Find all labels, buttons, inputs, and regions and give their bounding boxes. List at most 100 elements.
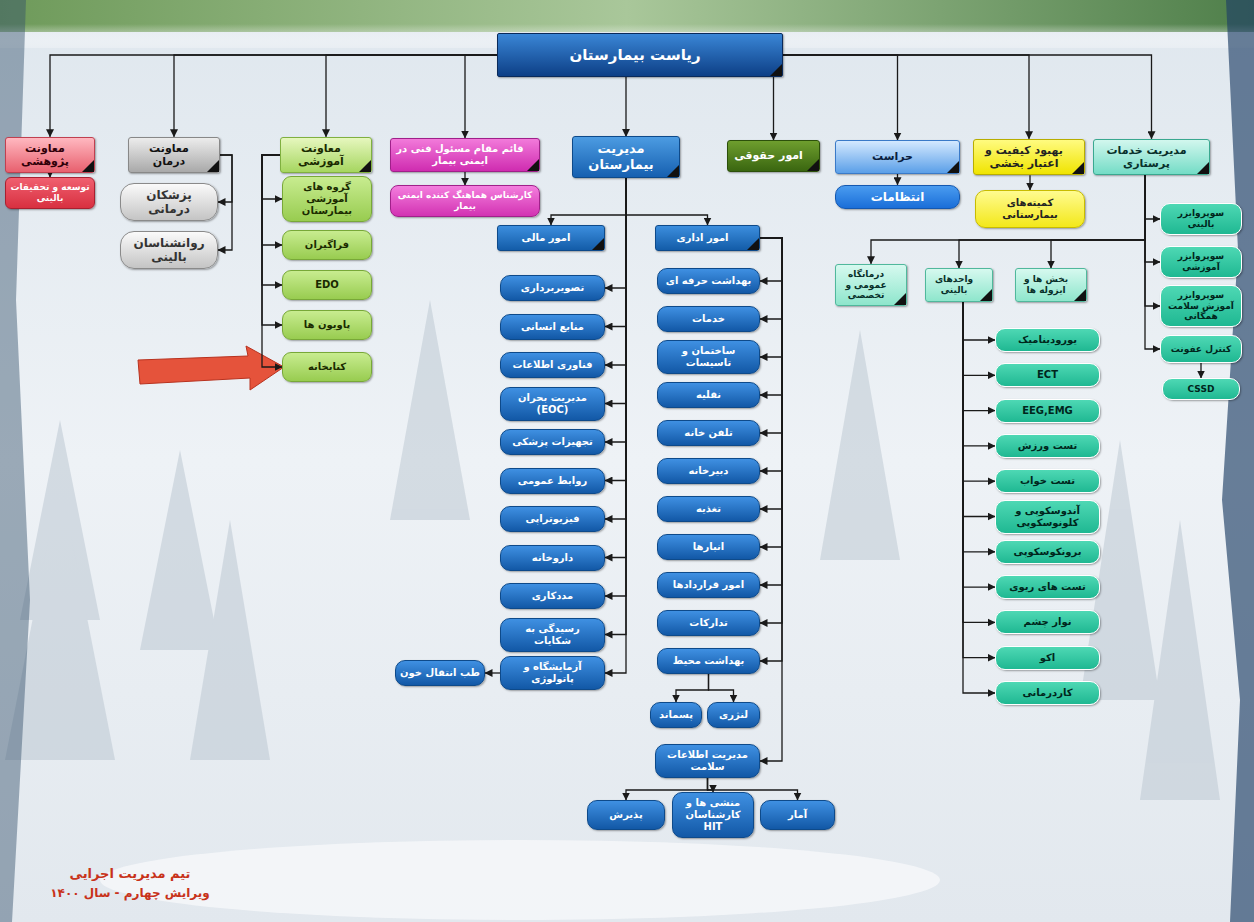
connector <box>1145 175 1160 349</box>
connector <box>963 302 995 481</box>
org-box: منابع انسانی <box>500 314 605 340</box>
org-box: روانشناسان بالینی <box>120 231 218 270</box>
connector <box>773 77 774 140</box>
org-box: معاونت درمان <box>128 137 220 173</box>
org-box: فراگیران <box>282 230 372 260</box>
connector <box>760 238 782 319</box>
org-box: حراست <box>835 140 960 174</box>
org-box: گروه های آموزشی بیمارستان <box>282 176 372 222</box>
org-box: مددکاری <box>500 583 605 609</box>
connector <box>897 174 898 185</box>
connector <box>262 155 282 367</box>
org-box: ECT <box>995 363 1100 387</box>
box-label: آمار <box>788 809 807 821</box>
box-label: درمانگاه عمومی و تخصصی <box>840 269 892 301</box>
connector <box>760 238 782 471</box>
org-box: پسماند <box>650 702 702 728</box>
org-box: انبارها <box>657 534 760 560</box>
connector <box>1145 175 1160 219</box>
box-label: معاونت آموزشی <box>285 142 357 168</box>
box-label: نقلیه <box>696 389 721 401</box>
org-box: برونکوسکوپی <box>995 540 1100 564</box>
connector <box>963 302 995 340</box>
connector <box>760 238 782 281</box>
connector <box>760 238 782 585</box>
org-box: معاونت پژوهشی <box>5 137 95 173</box>
box-label: سوپروایزر بالینی <box>1165 208 1237 230</box>
box-label: امور مالی <box>522 232 571 244</box>
connector <box>760 238 782 661</box>
connector <box>963 302 995 375</box>
org-box: تغذیه <box>657 496 760 522</box>
connector <box>783 55 898 140</box>
box-label: حراست <box>872 150 913 163</box>
box-label: کاردرمانی <box>1022 687 1072 699</box>
box-label: آندوسکوپی و کلونوسکوپی <box>1000 505 1095 529</box>
box-label: داروخانه <box>532 552 573 564</box>
box-label: طب انتقال خون <box>400 667 480 679</box>
org-box: امور قراردادها <box>657 572 760 598</box>
org-box: تست ورزش <box>995 434 1100 458</box>
connector <box>605 178 626 365</box>
org-box: مدیریت بحران (EOC) <box>500 387 605 421</box>
connector <box>1029 175 1030 190</box>
org-box: لنژری <box>707 702 760 728</box>
org-box: فناوری اطلاعات <box>500 352 605 378</box>
org-box: EDO <box>282 270 372 300</box>
org-box: خدمات <box>657 306 760 332</box>
org-box: تست خواب <box>995 469 1100 493</box>
org-box: واحدهای بالینی <box>925 268 993 302</box>
connector <box>760 238 782 509</box>
connector <box>676 674 709 702</box>
org-box: CSSD <box>1162 378 1240 400</box>
box-label: پاویون ها <box>304 319 350 331</box>
box-label: واحدهای بالینی <box>930 274 978 296</box>
org-box: قائم مقام مسئول فنی در ایمنی بیمار <box>390 138 540 172</box>
connector <box>605 178 626 288</box>
box-label: EDO <box>315 279 339 291</box>
org-box: بهبود کیفیت و اعتبار بخشی <box>973 139 1085 175</box>
org-box: آندوسکوپی و کلونوسکوپی <box>995 500 1100 534</box>
org-box: امور اداری <box>655 225 760 251</box>
connector <box>551 178 626 225</box>
box-label: مدیریت خدمات پرستاری <box>1098 144 1195 170</box>
box-label: CSSD <box>1188 384 1215 395</box>
box-label: بهبود کیفیت و اعتبار بخشی <box>978 144 1070 170</box>
box-label: امور حقوقی <box>734 149 803 162</box>
org-box: مدیریت اطلاعات سلامت <box>655 744 760 778</box>
connector <box>963 302 995 622</box>
box-label: تجهیزات پزشکی <box>512 436 593 448</box>
connector <box>605 178 626 558</box>
box-label: سوپروایزر آموزشی <box>1165 251 1237 273</box>
connector <box>760 238 782 395</box>
box-label: امور قراردادها <box>673 579 744 591</box>
box-label: مدیریت بحران (EOC) <box>505 392 600 416</box>
org-box: بخش ها و ایزوله ها <box>1015 268 1087 302</box>
org-box: مدیریت خدمات پرستاری <box>1093 139 1210 175</box>
org-box: کنترل عفونت <box>1160 335 1242 363</box>
org-box: تصویربرداری <box>500 275 605 301</box>
connector <box>605 178 626 404</box>
connector <box>262 155 282 285</box>
box-label: تست ورزش <box>1018 440 1078 452</box>
connector <box>262 155 282 325</box>
box-label: لنژری <box>719 709 748 721</box>
box-label: تست های ریوی <box>1009 581 1085 593</box>
org-box: سوپروایزر آموزشی <box>1160 246 1242 278</box>
box-label: ECT <box>1037 369 1058 381</box>
org-box: فیزیوتراپی <box>500 506 605 532</box>
connector <box>963 302 995 446</box>
box-label: خدمات <box>692 313 725 325</box>
connector <box>1145 175 1160 306</box>
box-label: منابع انسانی <box>521 321 584 333</box>
box-label: قائم مقام مسئول فنی در ایمنی بیمار <box>395 143 525 167</box>
box-label: انتظامات <box>871 190 925 204</box>
org-box: انتظامات <box>835 185 960 209</box>
box-label: تدارکات <box>689 617 727 629</box>
connector <box>50 55 497 137</box>
org-box: تلفن خانه <box>657 420 760 446</box>
connector <box>626 178 708 225</box>
connector <box>760 238 782 623</box>
org-box: ریاست بیمارستان <box>497 33 783 77</box>
